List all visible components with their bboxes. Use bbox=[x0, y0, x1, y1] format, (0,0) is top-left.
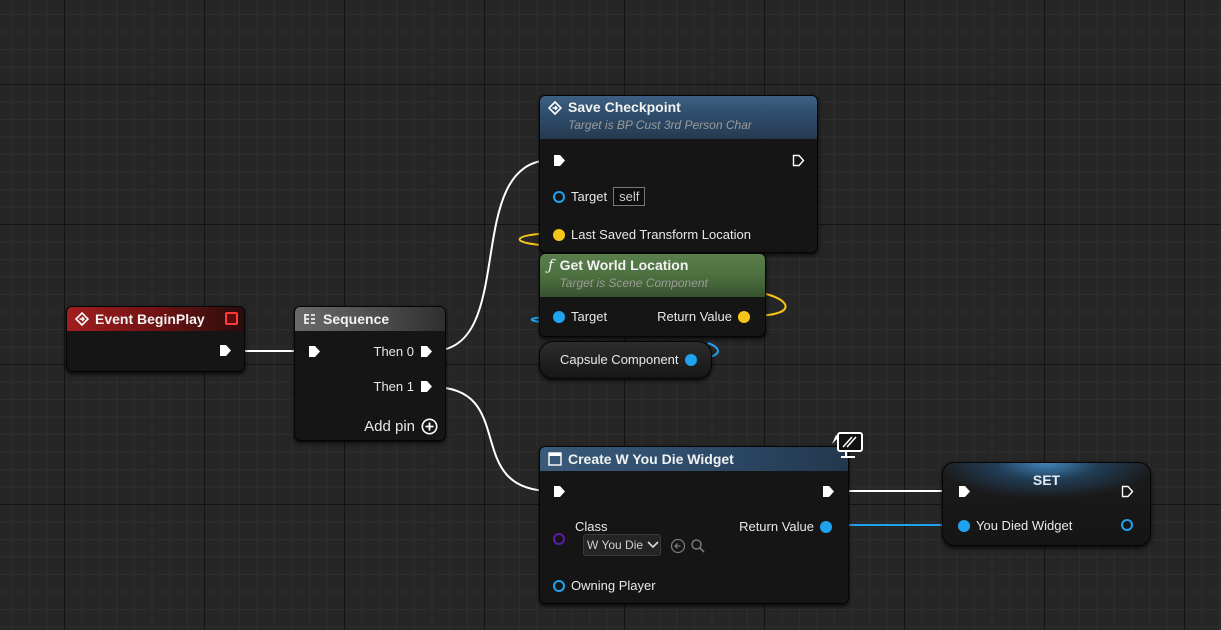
set-exec-in[interactable] bbox=[958, 485, 971, 498]
sequence-title: Sequence bbox=[323, 311, 390, 327]
class-pin-icon[interactable] bbox=[553, 533, 565, 545]
get-world-location-node[interactable]: ƒ Get World Location Target is Scene Com… bbox=[539, 253, 766, 337]
class-dropdown-value: W You Die bbox=[587, 538, 644, 552]
sequence-then0-row[interactable]: Then 0 bbox=[374, 344, 433, 359]
class-label: Class bbox=[575, 519, 608, 534]
event-begin-play-node[interactable]: Event BeginPlay bbox=[66, 306, 245, 372]
create-widget-title: Create W You Die Widget bbox=[568, 451, 734, 467]
exec-out-pin-icon[interactable] bbox=[792, 154, 805, 167]
set-node[interactable]: SET You Died Widget bbox=[942, 462, 1151, 546]
create-widget-exec-in[interactable] bbox=[553, 485, 566, 498]
get-world-location-subtitle: Target is Scene Component bbox=[559, 276, 708, 290]
add-pin-button[interactable]: Add pin bbox=[364, 418, 438, 435]
create-widget-node[interactable]: Create W You Die Widget Class W You Die … bbox=[539, 446, 849, 604]
exec-out-pin-icon[interactable] bbox=[1121, 485, 1134, 498]
create-widget-return-row[interactable]: Return Value bbox=[739, 519, 832, 534]
return-value-pin-icon[interactable] bbox=[738, 310, 750, 323]
exec-in-pin-icon[interactable] bbox=[958, 485, 971, 498]
then0-label: Then 0 bbox=[373, 344, 414, 359]
widget-icon bbox=[548, 452, 562, 466]
capsule-component-node[interactable]: Capsule Component bbox=[539, 341, 712, 379]
function-call-icon bbox=[548, 101, 562, 115]
return-value-label: Return Value bbox=[739, 519, 814, 534]
exec-wire-then1-create-widget bbox=[431, 386, 553, 492]
you-died-widget-in-pin-icon[interactable] bbox=[958, 519, 970, 532]
create-widget-header: Create W You Die Widget bbox=[540, 447, 848, 471]
save-checkpoint-exec-in[interactable] bbox=[553, 154, 566, 167]
then0-exec-pin-icon[interactable] bbox=[420, 345, 433, 358]
sequence-icon bbox=[304, 314, 315, 324]
then1-exec-pin-icon[interactable] bbox=[420, 380, 433, 393]
target-pin-icon[interactable] bbox=[553, 310, 565, 323]
capsule-component-row[interactable]: Capsule Component bbox=[560, 352, 697, 367]
sequence-header: Sequence bbox=[295, 307, 445, 331]
exec-out-pin-icon[interactable] bbox=[219, 344, 232, 357]
exec-out-pin-icon[interactable] bbox=[822, 485, 835, 498]
get-world-location-header: ƒ Get World Location Target is Scene Com… bbox=[540, 254, 765, 297]
location-label: Last Saved Transform Location bbox=[571, 227, 751, 242]
then1-label: Then 1 bbox=[373, 379, 414, 394]
you-died-widget-out-pin-icon[interactable] bbox=[1121, 519, 1133, 531]
function-icon: ƒ bbox=[548, 256, 554, 274]
event-icon bbox=[75, 312, 89, 326]
exec-in-pin-icon[interactable] bbox=[553, 154, 566, 167]
target-pin-icon[interactable] bbox=[553, 190, 565, 203]
owning-player-label: Owning Player bbox=[571, 578, 656, 593]
create-widget-exec-out[interactable] bbox=[822, 485, 835, 498]
save-checkpoint-title: Save Checkpoint bbox=[568, 99, 681, 115]
location-pin-icon[interactable] bbox=[553, 228, 565, 241]
use-selected-asset-icon[interactable] bbox=[670, 538, 686, 554]
sequence-exec-in-row[interactable] bbox=[308, 345, 321, 358]
set-exec-out[interactable] bbox=[1121, 485, 1134, 498]
sequence-then1-row[interactable]: Then 1 bbox=[374, 379, 433, 394]
target-label: Target bbox=[571, 189, 608, 204]
save-checkpoint-target-row[interactable]: Target self bbox=[553, 187, 646, 206]
monitor-icon bbox=[832, 432, 863, 458]
class-dropdown[interactable]: W You Die bbox=[583, 534, 661, 556]
save-checkpoint-exec-out[interactable] bbox=[792, 154, 805, 167]
exec-in-pin-icon[interactable] bbox=[308, 345, 321, 358]
capsule-component-title: Capsule Component bbox=[560, 352, 679, 367]
save-checkpoint-subtitle: Target is BP Cust 3rd Person Char bbox=[568, 118, 752, 132]
add-pin-plus-icon bbox=[421, 418, 438, 435]
set-header: SET bbox=[943, 463, 1150, 497]
save-checkpoint-location-row[interactable]: Last Saved Transform Location bbox=[553, 227, 751, 242]
save-checkpoint-node[interactable]: Save Checkpoint Target is BP Cust 3rd Pe… bbox=[539, 95, 818, 253]
sequence-node[interactable]: Sequence Then 0 Then 1 Add pin bbox=[294, 306, 446, 441]
chevron-down-icon bbox=[647, 541, 659, 549]
exec-wire-then0-save-checkpoint bbox=[431, 159, 553, 352]
owning-player-row[interactable]: Owning Player bbox=[553, 578, 656, 593]
browse-asset-search-icon[interactable] bbox=[690, 538, 706, 554]
add-pin-label: Add pin bbox=[364, 418, 415, 435]
owning-player-pin-icon[interactable] bbox=[553, 579, 565, 592]
set-title: SET bbox=[1032, 472, 1061, 488]
get-world-location-return-row[interactable]: Return Value bbox=[657, 309, 750, 324]
event-exec-out-row[interactable] bbox=[219, 344, 232, 357]
exec-in-pin-icon[interactable] bbox=[553, 485, 566, 498]
you-died-widget-label: You Died Widget bbox=[976, 518, 1073, 533]
get-world-location-target-row[interactable]: Target bbox=[553, 309, 607, 324]
get-world-location-title: Get World Location bbox=[559, 257, 689, 273]
event-begin-play-title: Event BeginPlay bbox=[95, 311, 205, 327]
return-value-pin-icon[interactable] bbox=[820, 520, 832, 533]
save-checkpoint-header: Save Checkpoint Target is BP Cust 3rd Pe… bbox=[540, 96, 817, 139]
set-you-died-widget-row[interactable]: You Died Widget bbox=[958, 518, 1072, 533]
return-value-label: Return Value bbox=[657, 309, 732, 324]
target-self-value: self bbox=[613, 187, 646, 206]
event-begin-play-header: Event BeginPlay bbox=[67, 307, 244, 331]
class-label-row: Class bbox=[575, 519, 608, 534]
delegate-pin-icon[interactable] bbox=[225, 312, 238, 325]
capsule-out-pin-icon[interactable] bbox=[684, 353, 697, 366]
target-label: Target bbox=[571, 309, 608, 324]
